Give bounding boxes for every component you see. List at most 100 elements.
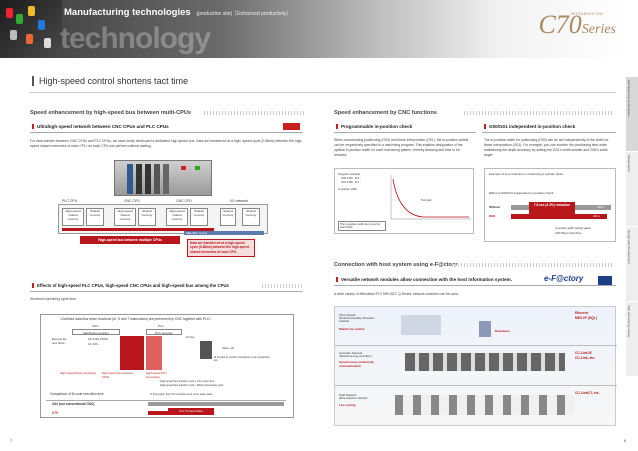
plc-program-box: PLC program bbox=[146, 329, 182, 335]
machining-program-box: Machining program bbox=[72, 329, 120, 335]
memory-box: Shared memory bbox=[242, 208, 260, 226]
info-net-sub: (Production/Quality information network) bbox=[339, 317, 375, 323]
right-subB-title: G00/G01 independent in-position check bbox=[484, 124, 575, 129]
page-number-right: 8 bbox=[623, 438, 626, 443]
page-title: High-speed control shortens tact time bbox=[32, 76, 188, 86]
ez-logo-icon bbox=[598, 276, 612, 285]
reduction-badge: 7.8 sec (3.3%) reduction bbox=[529, 202, 575, 214]
conv-time-bar bbox=[148, 402, 284, 406]
right-section2-title: Connection with host system using e-F@ct… bbox=[334, 262, 458, 268]
memory-box: Shared memory bbox=[138, 208, 156, 226]
field-net-sub: (Wire-reduction network) bbox=[339, 397, 368, 400]
code-line-1: G0 X100.0 M10; bbox=[88, 337, 109, 341]
subheading-box bbox=[482, 121, 616, 133]
cnc-label: CNC bbox=[92, 324, 99, 328]
brand-top: MITSUBISHI CNC bbox=[571, 12, 604, 16]
right-subC-text: A wide variety of Mitsubishi PLC MELSEC … bbox=[334, 292, 459, 296]
right-subB-text: The in-position width for positioning (G… bbox=[484, 138, 609, 157]
note-block-processing: High-speed block processing bbox=[60, 371, 96, 375]
io-network-label: I/O network bbox=[230, 199, 248, 203]
high-speed-bus-bar bbox=[62, 228, 214, 231]
dataflow-diagram bbox=[40, 314, 294, 418]
bus-transfer-block bbox=[120, 336, 144, 370]
left-sub1-title: Ultrahigh-speed network between CNC CPUs… bbox=[32, 124, 169, 129]
with-time: 232 s bbox=[593, 214, 600, 218]
stripe-decoration bbox=[262, 284, 302, 288]
side-tab-safe[interactable]: Safe and Energy-saving bbox=[626, 301, 638, 376]
ethernet-sub: MES I/F (SQL) bbox=[575, 316, 597, 320]
time-reduction-chart: Example of time reduction in machining a… bbox=[484, 168, 616, 242]
m-contact-note: M contact to confirm completion of an in… bbox=[214, 356, 271, 362]
chart-ip-label: In-position width bbox=[338, 188, 357, 191]
side-tab-maintenance[interactable]: Maintenance bbox=[626, 151, 638, 226]
code-line-2: G1 X20 ... bbox=[88, 342, 101, 346]
compare-note: In this graph, the C70 execution time is… bbox=[150, 393, 214, 396]
cnc-cpu-label-2: CNC CPU bbox=[176, 199, 192, 203]
note-bus-between-cpus: High-speed bus between CPUs bbox=[102, 371, 133, 379]
field-devices bbox=[395, 395, 575, 415]
faster-badge: 3 to 5 times faster bbox=[168, 408, 214, 415]
note-transfer-scan: High-speed bus transfer cycle + PLC scan… bbox=[160, 380, 215, 383]
chart-line1: G00 X100. ,I5.0 ; bbox=[341, 177, 361, 180]
memory-box: High-speed shared memory bbox=[166, 208, 188, 226]
red-badge-icon bbox=[283, 123, 300, 130]
left-section2-sub: Shortens machining cycle time bbox=[30, 297, 76, 301]
inposition-chart: Program example G00 X100. ,I5.0 ; G01 X1… bbox=[334, 168, 474, 234]
compare-title: Comparison of M-code execution time bbox=[50, 392, 104, 396]
chart-program-label: Program example bbox=[338, 172, 361, 176]
io-module-icon bbox=[200, 341, 212, 359]
server-icon bbox=[479, 321, 491, 337]
stripe-decoration bbox=[452, 263, 614, 267]
controller-racks bbox=[405, 353, 565, 371]
ethernet-label: Ethernet bbox=[575, 311, 589, 315]
right-subC-title: Versatile network modules allow connecti… bbox=[336, 277, 512, 282]
chart-note: The in-position width can be set for eac… bbox=[338, 221, 386, 231]
conv-cnc-label: C64 (our conventional CNC) bbox=[52, 402, 95, 406]
stripe-decoration bbox=[464, 111, 614, 115]
chart-line2: G01 X150. ,I0.1 ; bbox=[341, 181, 361, 184]
title-divider bbox=[30, 92, 616, 93]
plc-label: PLC bbox=[158, 324, 164, 328]
info-net-label: (7th) Network bbox=[339, 313, 356, 317]
ctrl-net-link: Synchronous (interlock) communication bbox=[339, 360, 374, 368]
right-subA-text: When commanding positioning (G00) and li… bbox=[334, 138, 469, 157]
header-watermark: technology bbox=[60, 22, 211, 55]
qbus-bar: MELSEC Q bus bbox=[184, 231, 264, 235]
with-bar bbox=[511, 214, 607, 219]
transfer-callout: Data are transferred at a high-speed cyc… bbox=[187, 239, 255, 257]
side-tab-manufacturing[interactable]: Manufacturing technologies bbox=[626, 76, 638, 151]
with-label: With bbox=[489, 214, 496, 218]
left-section2-title: Effects of high-speed PLC CPUs, high-spe… bbox=[32, 283, 229, 288]
conv-row bbox=[46, 400, 286, 408]
c70-time-bar bbox=[148, 411, 184, 415]
page-number-left: 7 bbox=[10, 438, 13, 443]
memory-box: High-speed shared memory bbox=[114, 208, 136, 226]
efactory-logo: e-F@ctory bbox=[544, 274, 584, 283]
memory-box: Shared memory bbox=[86, 208, 104, 226]
subheading-box bbox=[334, 121, 476, 133]
chart-tool-label: Tool path bbox=[421, 199, 432, 202]
without-time: 240 s bbox=[597, 205, 604, 209]
page-header: Manufacturing technologies (production s… bbox=[0, 0, 626, 58]
effect-label: Effect of G00/G01 independent in-positio… bbox=[489, 191, 554, 195]
widths-label: In-position width (setting value) bbox=[555, 227, 591, 230]
field-net-link: Less wiring bbox=[339, 403, 356, 407]
field-net-label: Field Network bbox=[339, 393, 357, 397]
side-tab-nav: Manufacturing technologies Maintenance D… bbox=[626, 76, 638, 376]
ccie-sub: CC-Link, etc. bbox=[575, 356, 596, 360]
cclt-label: CC-Link/LT, etc. bbox=[575, 391, 600, 395]
header-photo bbox=[0, 0, 62, 58]
ccie-label: CC-Link IE bbox=[575, 351, 592, 355]
subheading-box bbox=[30, 280, 303, 292]
c70-label: C70 bbox=[52, 411, 58, 415]
subheading-box bbox=[30, 121, 303, 133]
memory-box: Shared memory bbox=[190, 208, 208, 226]
right-subA-title: Programmable in-position check bbox=[336, 124, 412, 129]
left-sub1-text: For data transfer between CNC CPUs and P… bbox=[30, 139, 303, 148]
right-section1-title: Speed enhancement by CNC functions bbox=[334, 110, 437, 116]
database-label: Data Base bbox=[495, 329, 510, 333]
plc-cpu-label: PLC CPU bbox=[62, 199, 78, 203]
memory-box: Shared memory bbox=[220, 208, 236, 226]
cnc-cpu-label-1: CNC CPU bbox=[124, 199, 140, 203]
side-tab-design[interactable]: Design and Development bbox=[626, 226, 638, 301]
